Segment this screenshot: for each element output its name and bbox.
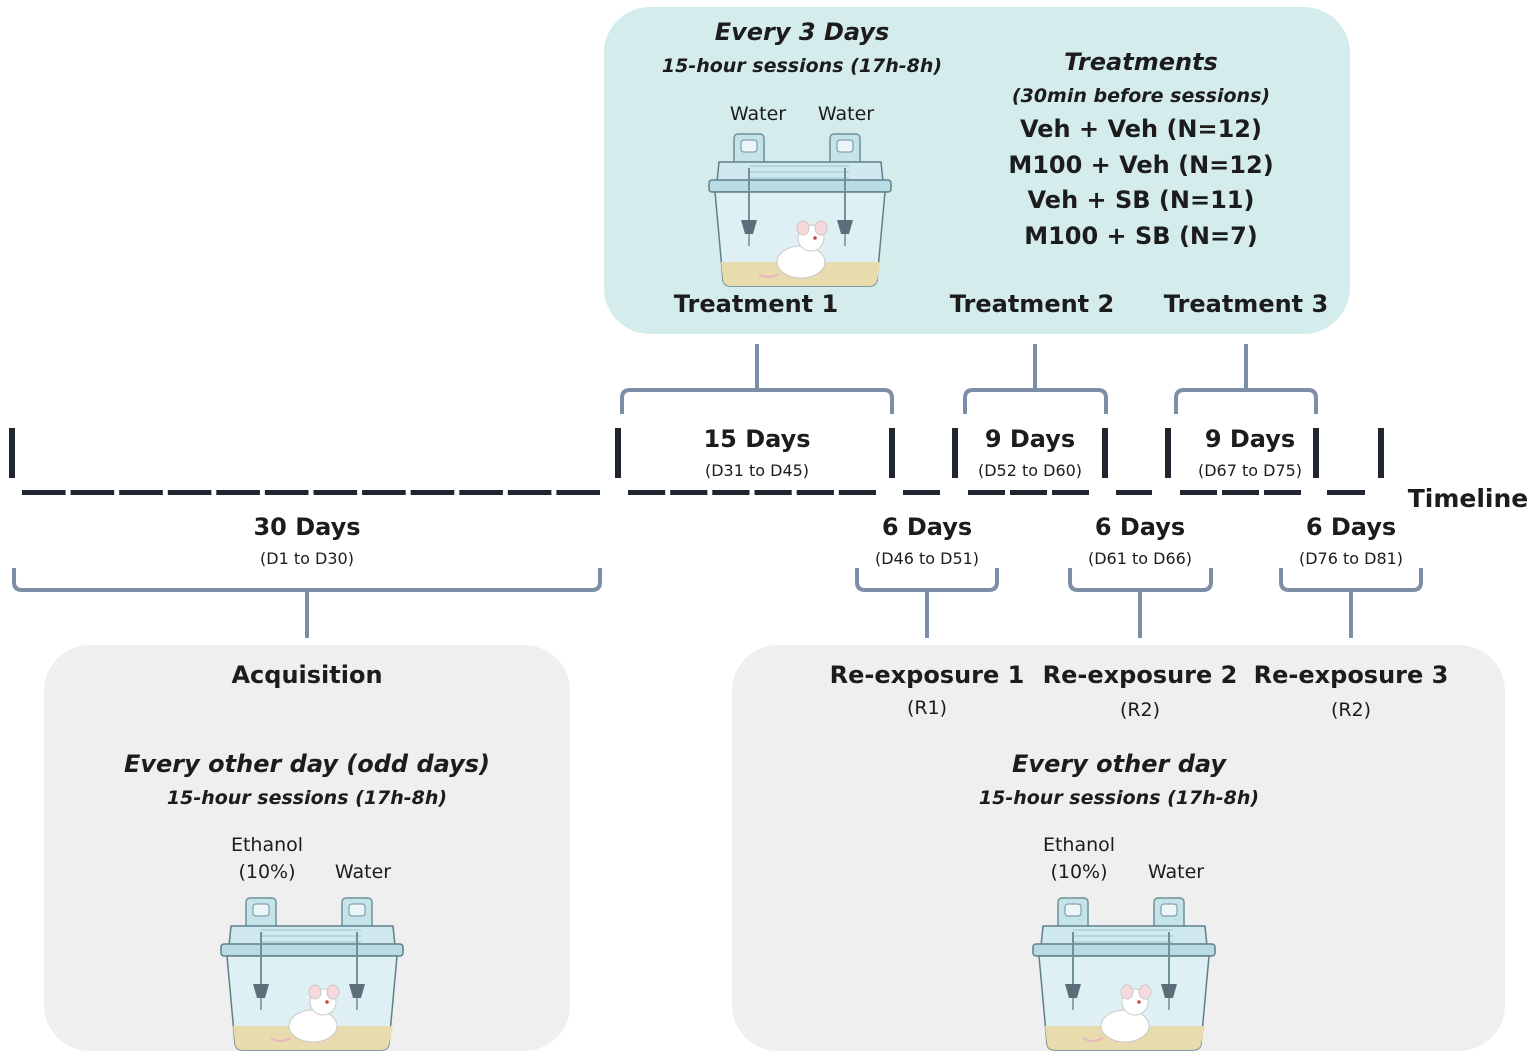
bracket-reexposure-3 [1279, 568, 1423, 592]
timeline-dash [362, 490, 406, 495]
timeline-dash [264, 490, 309, 495]
bracket-treatment-1 [620, 388, 894, 414]
treatment-3-label: Treatment 3 [1163, 290, 1329, 318]
timeline-dash [119, 490, 163, 495]
reexposure-sub: 15-hour sessions (17h-8h) [978, 787, 1260, 809]
group-veh-sb: Veh + SB (N=11) [1027, 186, 1255, 214]
timeline-dash [216, 490, 260, 495]
timeline-dash [670, 490, 708, 495]
group-m100-veh: M100 + Veh (N=12) [1008, 151, 1274, 179]
treatment-1-label: Treatment 1 [673, 290, 839, 318]
timeline-dash [313, 490, 358, 495]
timeline-dash [1010, 490, 1047, 495]
timeline-dash [1180, 490, 1217, 495]
reexposure-bottle-right-label: Water [1147, 861, 1205, 883]
reexposure-2-code: (R2) [1119, 699, 1161, 721]
treatments-title: Treatments [1064, 48, 1218, 76]
period-acquisition-days: 30 Days [253, 513, 361, 541]
bracket-reexposure-1 [855, 568, 999, 592]
period-acquisition-range: (D1 to D30) [260, 549, 354, 568]
timeline-dash [796, 490, 834, 495]
timeline-dashes [22, 490, 1365, 495]
reexposure-3-code: (R2) [1330, 699, 1372, 721]
bracket-acquisition [12, 568, 602, 592]
timeline-dash [1327, 490, 1365, 495]
reexposure-bottle-left-label: Ethanol (10%) [1042, 834, 1116, 883]
acquisition-panel [44, 645, 570, 1051]
period-reexposure-3-days: 6 Days [1305, 513, 1397, 541]
timeline-label: Timeline [1407, 484, 1529, 513]
group-m100-sb: M100 + SB (N=7) [1024, 222, 1258, 250]
treatment-2-label: Treatment 2 [949, 290, 1115, 318]
timeline-dash [628, 490, 666, 495]
top-schedule-sub: 15-hour sessions (17h-8h) [661, 55, 943, 77]
bracket-treatment-3 [1174, 388, 1318, 414]
period-treatment-1-range: (D31 to D45) [704, 461, 810, 480]
timeline-dash [70, 490, 115, 495]
timeline-dash [1116, 490, 1152, 495]
period-treatment-2-days: 9 Days [984, 425, 1076, 453]
period-reexposure-1-range: (D46 to D51) [874, 549, 980, 568]
acquisition-bottle-left-label: Ethanol (10%) [230, 834, 304, 883]
top-schedule-title: Every 3 Days [714, 18, 890, 46]
period-reexposure-1-days: 6 Days [881, 513, 973, 541]
period-treatment-2-range: (D52 to D60) [977, 461, 1083, 480]
top-bottle-left-label: Water [729, 103, 787, 125]
timeline-ticks [9, 428, 1384, 478]
acquisition-bottle-right-label: Water [334, 861, 392, 883]
timeline-dash [712, 490, 750, 495]
reexposure-3-title: Re-exposure 3 [1253, 661, 1449, 689]
timeline-dash [838, 490, 876, 495]
acquisition-sub: 15-hour sessions (17h-8h) [166, 787, 448, 809]
period-reexposure-3-range: (D76 to D81) [1298, 549, 1404, 568]
group-veh-veh: Veh + Veh (N=12) [1020, 115, 1262, 143]
timeline-dash [507, 490, 552, 495]
bracket-treatment-2 [963, 388, 1108, 414]
timeline-dash [1052, 490, 1089, 495]
timeline-dash [968, 490, 1005, 495]
reexposure-panel [732, 645, 1505, 1051]
period-reexposure-2-range: (D61 to D66) [1087, 549, 1193, 568]
reexposure-2-title: Re-exposure 2 [1042, 661, 1238, 689]
period-treatment-3-range: (D67 to D75) [1197, 461, 1303, 480]
timeline-dash [556, 490, 600, 495]
timeline-dash [1222, 490, 1259, 495]
period-treatment-1-days: 15 Days [703, 425, 811, 453]
timeline-dash [754, 490, 792, 495]
timeline-dash [459, 490, 503, 495]
timeline-dash [167, 490, 212, 495]
reexposure-schedule: Every other day [1012, 750, 1226, 778]
treatments-sub: (30min before sessions) [1011, 85, 1271, 107]
top-bottle-right-label: Water [817, 103, 875, 125]
timeline-dash [22, 490, 66, 495]
timeline-dash [410, 490, 455, 495]
period-reexposure-2-days: 6 Days [1094, 513, 1186, 541]
bracket-reexposure-2 [1068, 568, 1213, 592]
acquisition-schedule: Every other day (odd days) [123, 750, 491, 778]
reexposure-1-title: Re-exposure 1 [829, 661, 1025, 689]
period-treatment-3-days: 9 Days [1204, 425, 1296, 453]
reexposure-1-code: (R1) [906, 697, 948, 719]
timeline-dash [903, 490, 940, 495]
timeline-dash [1264, 490, 1301, 495]
acquisition-title: Acquisition [231, 661, 383, 689]
